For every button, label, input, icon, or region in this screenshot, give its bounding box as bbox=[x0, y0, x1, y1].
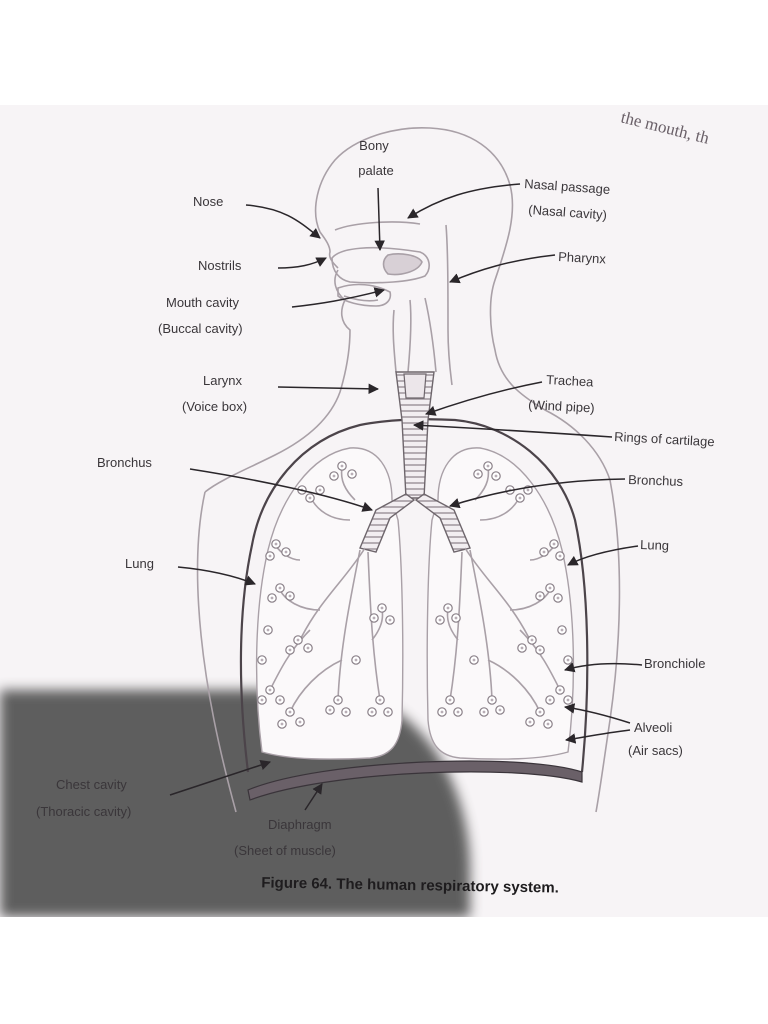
pointer-lung-right bbox=[568, 546, 638, 565]
label-bronchus-left: Bronchus bbox=[97, 455, 152, 470]
label-lung-left: Lung bbox=[125, 556, 154, 571]
pointer-rings bbox=[414, 425, 612, 437]
label-nasal-passage-1: Nasal passage bbox=[524, 176, 611, 197]
figure-caption: Figure 64. The human respiratory system. bbox=[261, 874, 559, 896]
pointer-bony-palate bbox=[378, 188, 380, 250]
corner-text: the mouth, th bbox=[619, 107, 712, 147]
pointer-nostrils bbox=[278, 258, 326, 268]
label-chest-cavity-2: (Thoracic cavity) bbox=[36, 804, 131, 819]
pointer-nasal-passage bbox=[408, 184, 520, 218]
label-larynx-2: (Voice box) bbox=[182, 399, 247, 414]
label-diaphragm-1: Diaphragm bbox=[268, 817, 332, 832]
trachea bbox=[396, 372, 434, 498]
label-chest-cavity-1: Chest cavity bbox=[56, 777, 127, 792]
label-trachea-2: (Wind pipe) bbox=[528, 397, 595, 415]
pointer-alveoli-2 bbox=[566, 730, 630, 740]
pointer-diaphragm bbox=[305, 784, 322, 810]
pointer-trachea bbox=[426, 382, 542, 414]
diaphragm bbox=[248, 761, 582, 800]
label-bony-palate-2: palate bbox=[358, 163, 393, 178]
pointer-alveoli-1 bbox=[565, 707, 630, 723]
label-nasal-passage-2: (Nasal cavity) bbox=[528, 202, 608, 222]
label-lung-right: Lung bbox=[640, 537, 669, 553]
label-trachea-1: Trachea bbox=[546, 372, 595, 389]
label-larynx-1: Larynx bbox=[203, 373, 243, 388]
label-alveoli-2: (Air sacs) bbox=[628, 743, 683, 758]
label-bony-palate-1: Bony bbox=[359, 138, 389, 153]
label-alveoli-1: Alveoli bbox=[634, 720, 672, 735]
label-mouth-cavity-1: Mouth cavity bbox=[166, 295, 239, 310]
label-rings-of-cartilage: Rings of cartilage bbox=[614, 429, 715, 449]
label-mouth-cavity-2: (Buccal cavity) bbox=[158, 321, 243, 336]
pointer-larynx bbox=[278, 387, 378, 389]
pointer-nose bbox=[246, 205, 320, 238]
label-nose: Nose bbox=[193, 194, 223, 209]
label-bronchiole: Bronchiole bbox=[644, 656, 705, 671]
pointer-lung-left bbox=[178, 567, 255, 584]
label-pharynx: Pharynx bbox=[558, 249, 607, 267]
pointer-bronchiole bbox=[565, 664, 642, 670]
label-nostrils: Nostrils bbox=[198, 258, 242, 273]
label-bronchus-right: Bronchus bbox=[628, 472, 684, 489]
label-diaphragm-2: (Sheet of muscle) bbox=[234, 843, 336, 858]
